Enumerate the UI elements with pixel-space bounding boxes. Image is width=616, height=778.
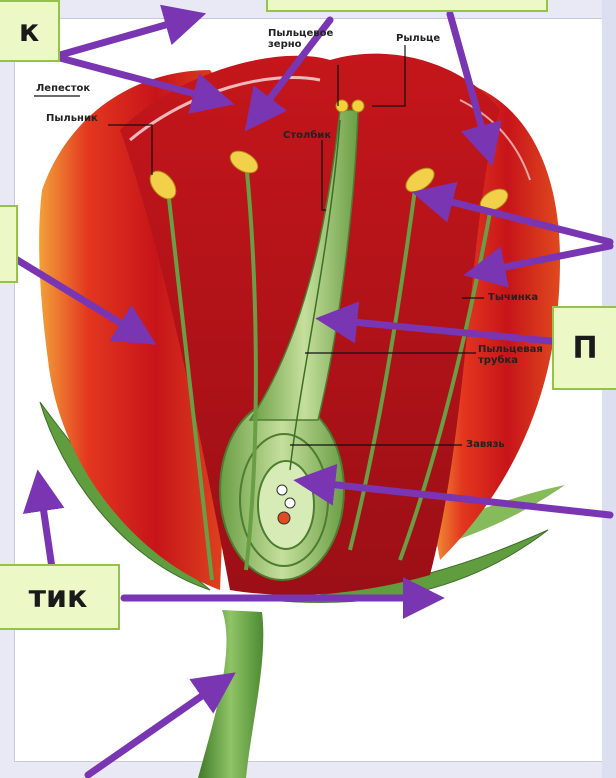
label-pollen-tube: Пыльцевая трубка [478,344,558,366]
label-stamen: Тычинка [488,292,538,303]
tag-right-middle: П [552,306,616,390]
tag-bottom-left: тик [0,564,120,630]
label-anther: Пыльник [46,113,98,124]
label-petal: Лепесток [36,83,90,94]
tag-left-middle [0,205,18,283]
label-style: Столбик [283,130,331,141]
arrow-10 [40,486,52,568]
tag-top-left: к [0,0,60,62]
label-ovary: Завязь [466,439,505,450]
label-stigma: Рыльце [396,33,440,44]
tag-top-center [266,0,548,12]
arrow-1 [60,18,190,55]
label-pollen-grain: Пыльцевое зерно [268,28,360,50]
arrow-12 [88,682,222,775]
